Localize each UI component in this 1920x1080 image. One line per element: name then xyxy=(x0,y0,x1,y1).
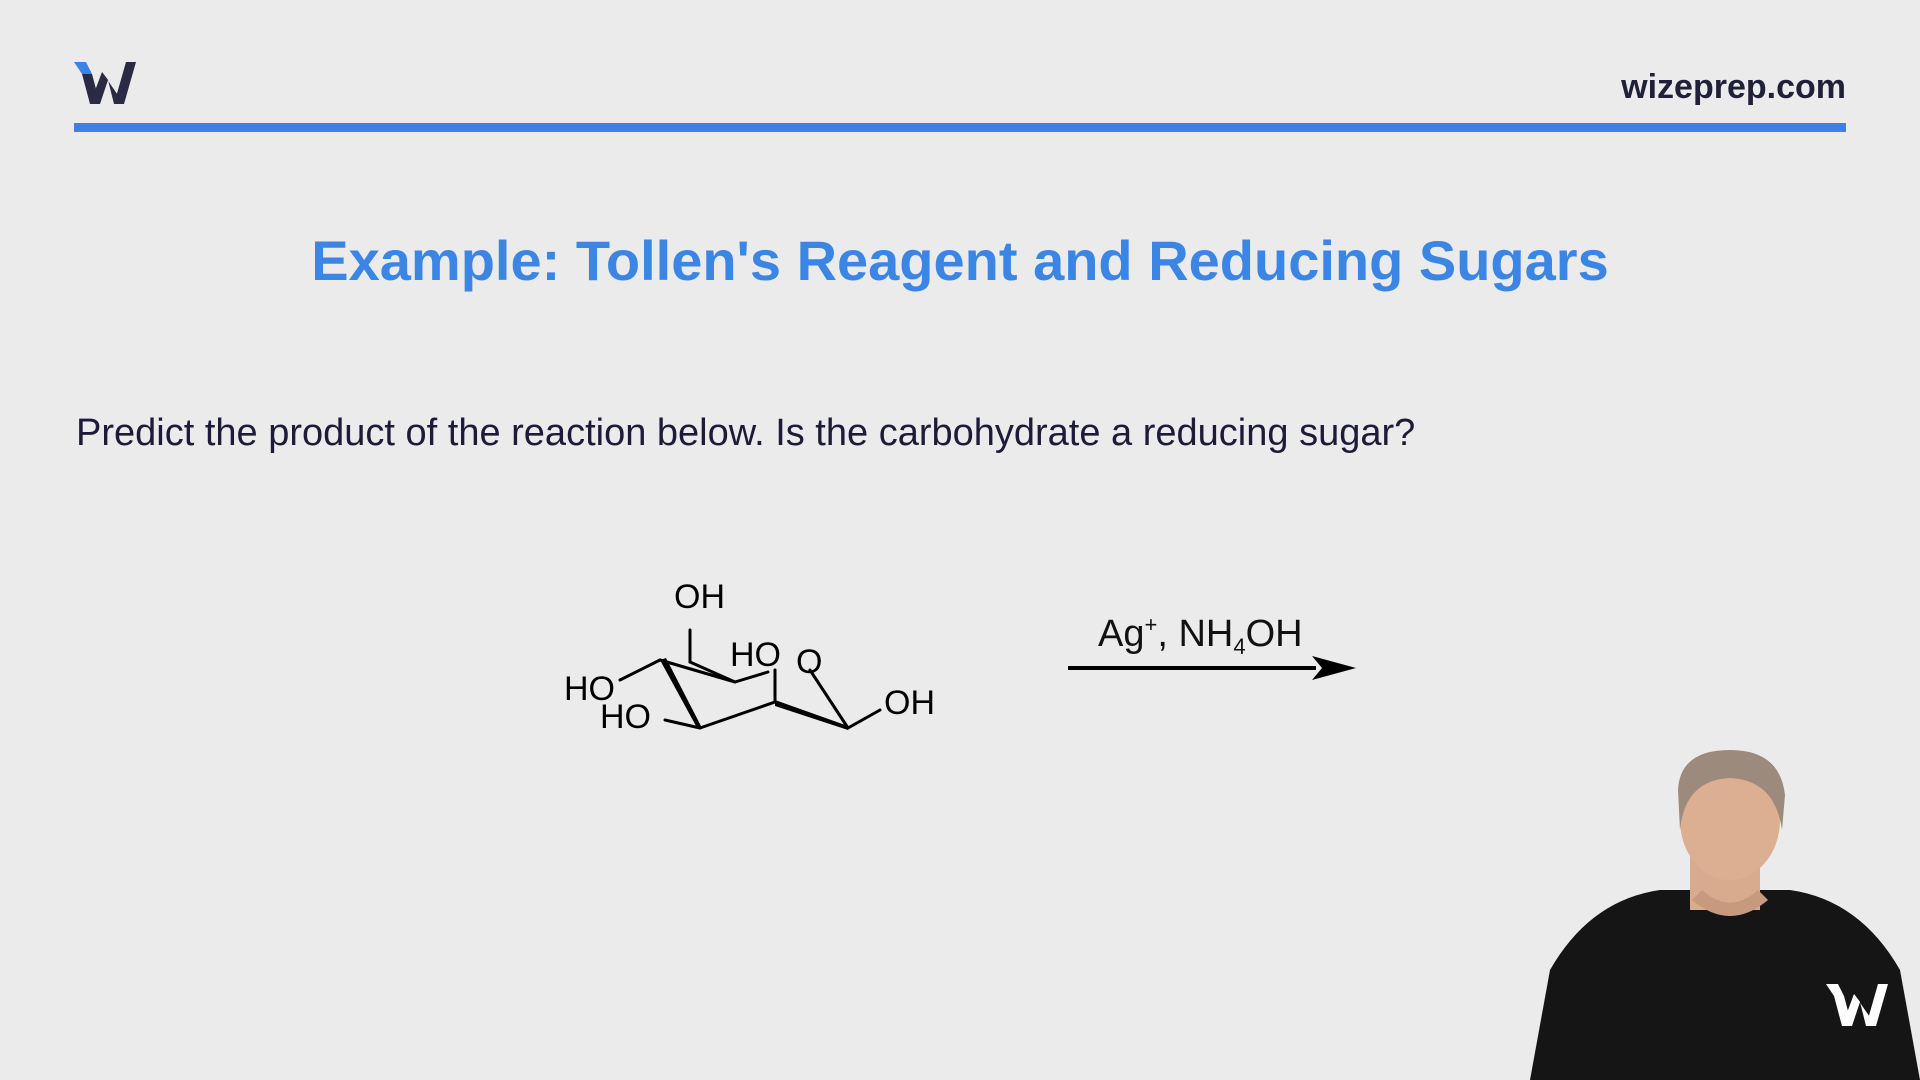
reagent-label: Ag+, NH4OH xyxy=(1098,612,1303,659)
reagent-ag: Ag xyxy=(1098,613,1145,655)
reagent-tail: OH xyxy=(1245,613,1303,655)
reagent-sep: , NH xyxy=(1157,613,1234,655)
reagent-subscript: 4 xyxy=(1233,634,1246,659)
header-divider xyxy=(74,123,1846,132)
wizeprep-logo-icon[interactable] xyxy=(74,60,138,106)
pyranose-chair-structure: OH HO O HO HO OH xyxy=(564,578,935,736)
molecule-label-ho-ring: HO xyxy=(730,636,781,674)
slide-title: Example: Tollen's Reagent and Reducing S… xyxy=(311,229,1609,292)
shirt-logo-icon xyxy=(1826,984,1888,1026)
molecule-label-ring-oxygen: O xyxy=(796,643,822,681)
presenter-video xyxy=(1530,750,1920,1080)
molecule-label-oh-top: OH xyxy=(674,578,725,616)
site-url[interactable]: wizeprep.com xyxy=(1621,68,1846,106)
reaction-arrow-icon xyxy=(1068,656,1356,680)
reagent-charge: + xyxy=(1144,612,1158,637)
molecule-label-oh-right: OH xyxy=(884,684,935,722)
molecule-label-ho-bottom: HO xyxy=(600,698,651,736)
molecule-label-ho-left: HO xyxy=(564,670,615,708)
question-text: Predict the product of the reaction belo… xyxy=(76,412,1416,454)
